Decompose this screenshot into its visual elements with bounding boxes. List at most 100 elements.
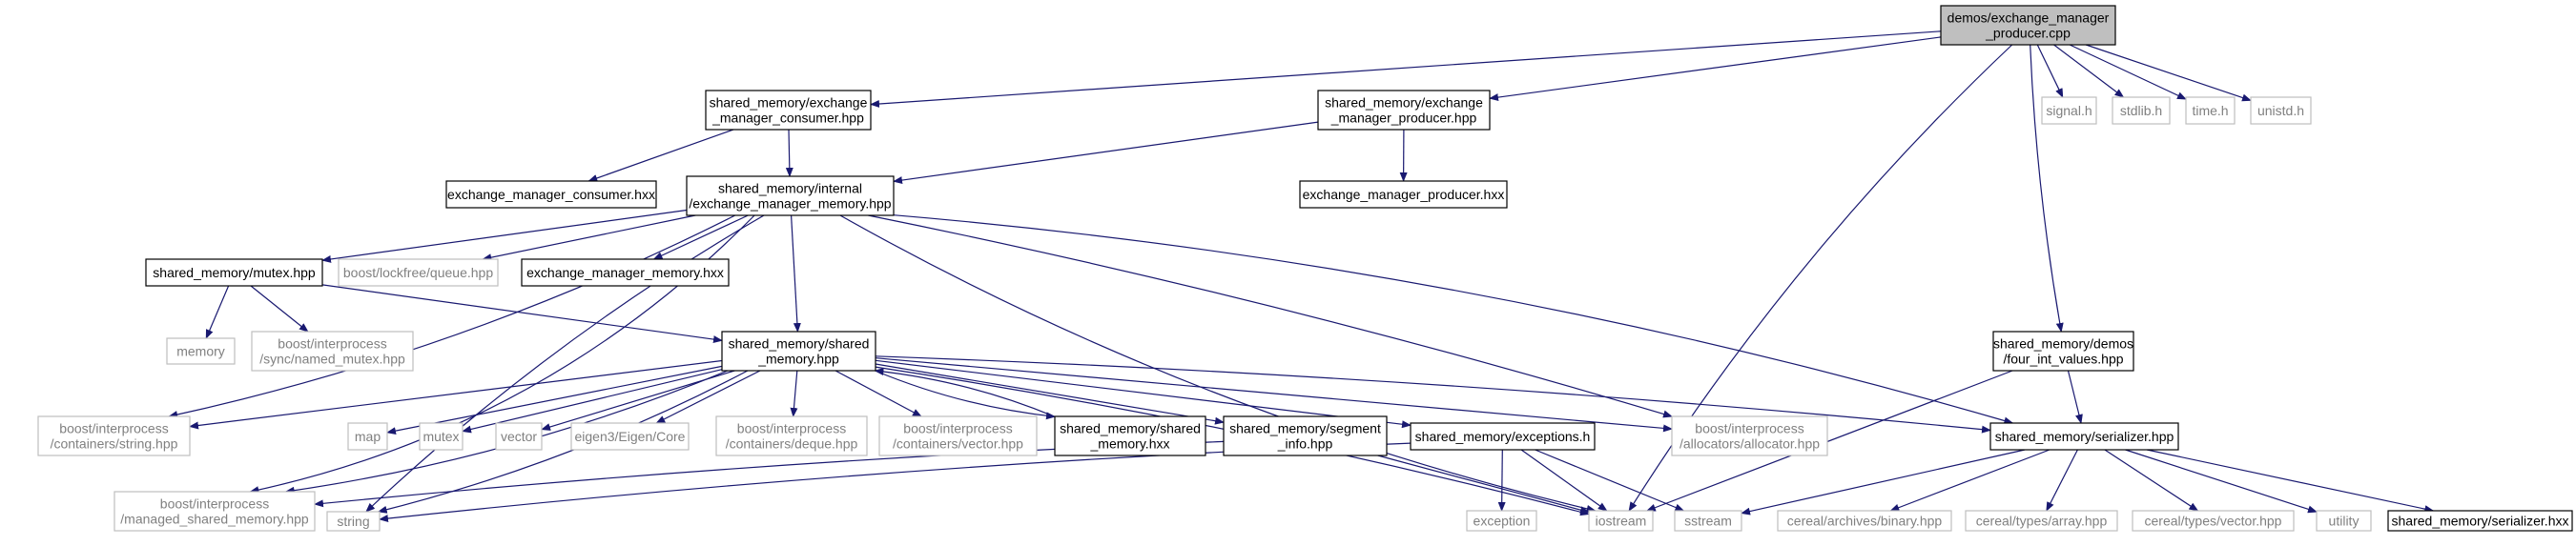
edge-line: [541, 370, 735, 431]
node-lockfree-queue: boost/lockfree/queue.hpp: [338, 258, 499, 287]
node-segment-info[interactable]: shared_memory/segment_info.hpp: [1223, 415, 1388, 456]
node-vector-std: vector: [495, 422, 543, 451]
edge-memory_hpp-to-memory_hxx: [652, 214, 749, 260]
edge-line: [875, 355, 1991, 434]
node-label: exchange_manager_memory.hxx: [526, 265, 724, 280]
node-consumer-hpp[interactable]: shared_memory/exchange_manager_consumer.…: [705, 90, 872, 131]
node-memory-hpp[interactable]: shared_memory/internal/exchange_manager_…: [686, 175, 895, 216]
edge-line: [875, 357, 1673, 433]
node-label: shared_memory/demos: [1993, 336, 2133, 352]
node-label: shared_memory/serializer.hxx: [2392, 514, 2569, 529]
edge-shared_memory_hpp-to-exceptions_h: [875, 359, 1412, 429]
edge-root-to-four_int: [2030, 44, 2064, 333]
edge-mutex_hpp-to-memory_std: [205, 285, 230, 339]
edge-serializer_hpp-to-cereal_vector: [2104, 449, 2199, 512]
edge-line: [2053, 44, 2125, 98]
node-box: [2132, 510, 2295, 532]
node-shared-memory-hxx[interactable]: shared_memory/shared_memory.hxx: [1054, 415, 1206, 456]
edge-memory_hpp-to-lockfree_queue: [482, 214, 696, 262]
edge-serializer_hpp-to-cereal_array: [2046, 449, 2078, 512]
node-label: _memory.hpp: [757, 352, 839, 367]
node-label: exchange_manager_producer.hxx: [1303, 187, 1505, 202]
node-box: [1054, 415, 1206, 456]
node-label: exception: [1473, 514, 1531, 529]
edge-line: [655, 370, 761, 424]
node-label: /allocators/allocator.hpp: [1680, 436, 1820, 452]
node-box: [113, 491, 316, 532]
edge-line: [652, 214, 749, 260]
node-label: vector: [501, 429, 537, 444]
edge-shared_memory_hpp-to-allocator: [875, 357, 1673, 433]
node-producer-hxx[interactable]: exchange_manager_producer.hxx: [1299, 180, 1508, 209]
node-label: mutex: [422, 429, 459, 444]
node-box: [2185, 96, 2236, 125]
node-box: [1410, 422, 1596, 451]
node-mutex-hpp[interactable]: shared_memory/mutex.hpp: [145, 258, 323, 287]
node-string-std: string: [326, 511, 381, 532]
node-box: [1989, 422, 2179, 451]
node-label: /managed_shared_memory.hpp: [120, 512, 309, 527]
edge-line: [790, 370, 798, 417]
edge-line: [1889, 449, 2050, 512]
edge-line: [1497, 449, 1506, 512]
edge-line: [482, 214, 696, 262]
edge-exceptions_h-to-exception_std: [1497, 449, 1506, 512]
edge-serializer_hpp-to-cereal_binary: [1889, 449, 2050, 512]
node-label: sstream: [1684, 514, 1732, 529]
edge-producer_hpp-to-memory_hpp: [893, 121, 1319, 185]
node-producer-hpp[interactable]: shared_memory/exchange_manager_producer.…: [1317, 90, 1491, 131]
node-label: demos/exchange_manager: [1947, 10, 2110, 26]
node-box: [2041, 96, 2097, 125]
node-cereal-array: cereal/types/array.hpp: [1965, 510, 2118, 532]
node-label: shared_memory/exceptions.h: [1415, 429, 1591, 444]
node-box: [715, 415, 868, 456]
edge-line: [189, 359, 723, 430]
edge-line: [2069, 44, 2187, 100]
edge-line: [2125, 449, 2318, 514]
node-box: [1223, 415, 1388, 456]
node-exceptions-h[interactable]: shared_memory/exceptions.h: [1410, 422, 1596, 451]
node-serializer-hxx[interactable]: shared_memory/serializer.hxx: [2387, 510, 2573, 532]
node-map: map: [347, 422, 388, 451]
node-label: shared_memory/shared: [1060, 421, 1201, 436]
edge-serializer_hpp-to-sstream: [1741, 449, 2026, 516]
node-label: _producer.cpp: [1985, 26, 2071, 41]
edge-line: [377, 370, 749, 514]
edge-memory_hpp-to-iostream: [839, 214, 1597, 513]
node-box: [347, 422, 388, 451]
edge-memory_hpp-to-string_std: [365, 214, 765, 513]
edge-shared_memory_hpp-to-containers_deque: [790, 370, 798, 417]
edge-four_int-to-serializer_hpp: [2067, 370, 2083, 424]
edge-line: [321, 209, 688, 263]
node-unistd-h: unistd.h: [2250, 96, 2312, 125]
node-box: [1466, 510, 1537, 532]
node-memory-hxx[interactable]: exchange_manager_memory.hxx: [521, 258, 730, 287]
edge-line: [2104, 449, 2199, 512]
node-box: [705, 90, 872, 131]
edge-line: [868, 214, 1673, 418]
node-root[interactable]: demos/exchange_manager_producer.cpp: [1940, 5, 2116, 46]
edge-line: [365, 214, 765, 513]
node-label: boost/interprocess: [737, 421, 846, 436]
edge-shared_memory_hxx-to-shared_memory_hpp: [874, 367, 1056, 417]
edge-line: [893, 214, 2014, 425]
node-label: iostream: [1596, 514, 1647, 529]
edge-line: [875, 370, 1056, 420]
edge-shared_memory_hpp-to-mutex_std: [462, 369, 723, 434]
edge-serializer_hpp-to-utility: [2125, 449, 2318, 514]
node-label: /containers/deque.hpp: [726, 436, 858, 452]
edge-line: [2067, 370, 2083, 424]
node-shared-memory-hpp[interactable]: shared_memory/shared_memory.hpp: [721, 331, 876, 372]
node-four-int[interactable]: shared_memory/demos/four_int_values.hpp: [1992, 331, 2134, 372]
node-box: [2250, 96, 2312, 125]
node-label: time.h: [2192, 103, 2228, 118]
node-box: [2316, 510, 2372, 532]
node-serializer-hpp[interactable]: shared_memory/serializer.hpp: [1989, 422, 2179, 451]
node-consumer-hxx[interactable]: exchange_manager_consumer.hxx: [445, 180, 657, 209]
edge-line: [835, 370, 922, 417]
node-box: [1299, 180, 1508, 209]
node-containers-string: boost/interprocess/containers/string.hpp: [37, 415, 191, 456]
edge-mutex_hpp-to-shared_memory_hpp: [321, 284, 723, 344]
edge-memory_hpp-to-allocator: [868, 214, 1673, 418]
node-label: shared_memory/exchange: [710, 95, 868, 111]
